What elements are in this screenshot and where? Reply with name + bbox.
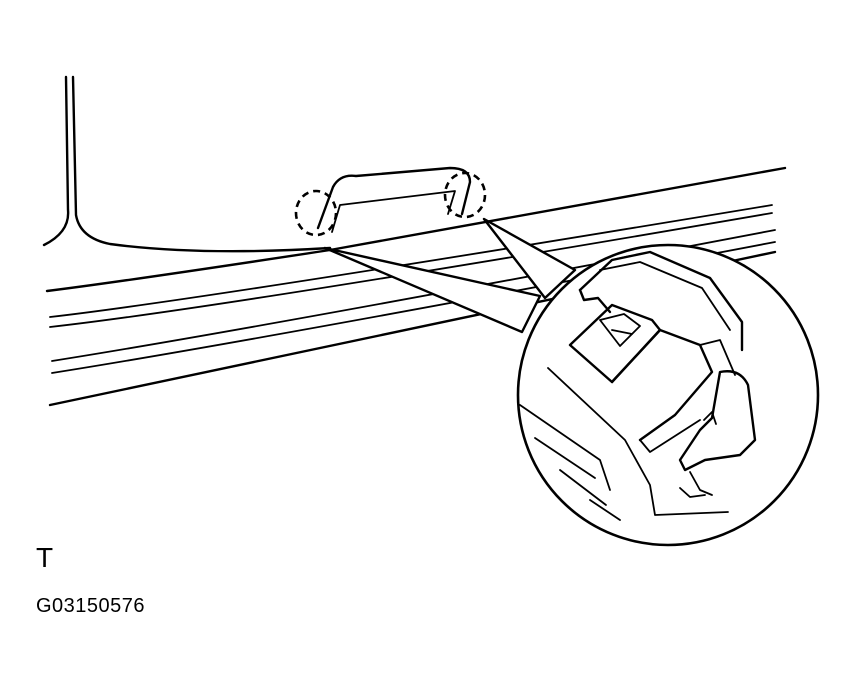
clip-location-markers [294, 171, 487, 237]
corner-mark: T [36, 542, 54, 573]
clip-detail [519, 250, 757, 521]
figure-id: G03150576 [36, 595, 146, 617]
detail-magnifier-circle [516, 243, 820, 547]
clip-cover [316, 166, 472, 233]
pillar-trim [42, 75, 332, 253]
sill-trim-lines [45, 166, 787, 407]
callout-leaders [323, 217, 577, 334]
